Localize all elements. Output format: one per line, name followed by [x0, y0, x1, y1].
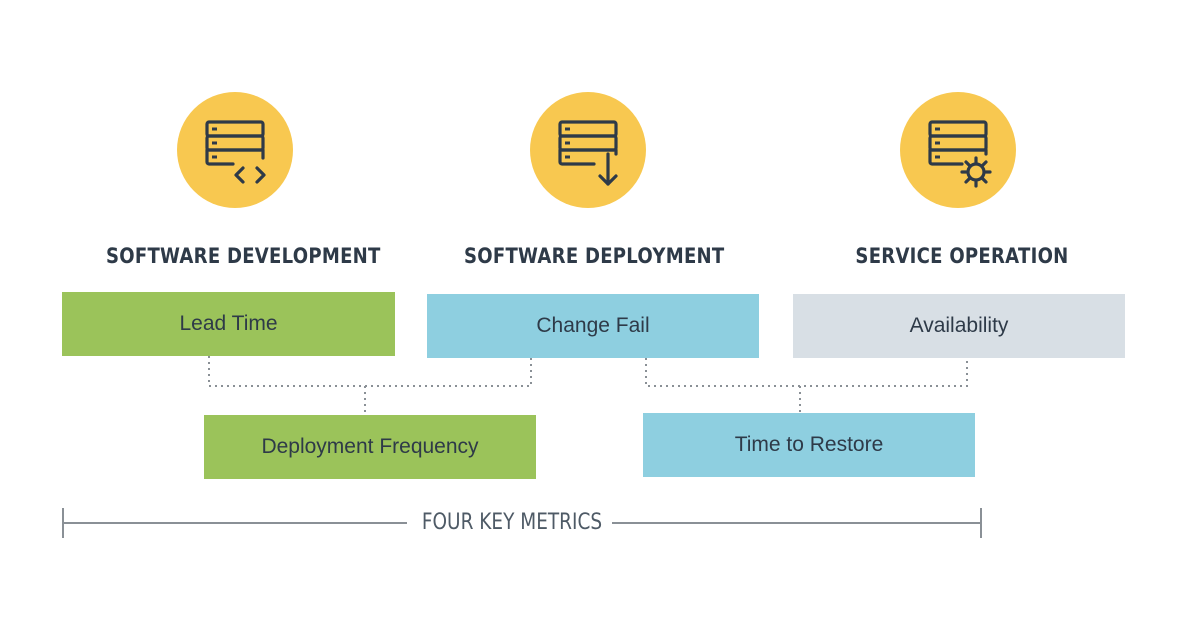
metric-change-fail: Change Fail — [427, 294, 759, 358]
heading-service-operation: SERVICE OPERATION — [855, 244, 1069, 268]
heading-software-deployment: SOFTWARE DEPLOYMENT — [464, 244, 725, 268]
metric-deployment-frequency: Deployment Frequency — [204, 415, 536, 479]
footer-bracket-right — [612, 508, 982, 538]
metric-deployment-frequency-label: Deployment Frequency — [261, 435, 479, 458]
footer-bracket-left — [62, 508, 407, 538]
software-development-icon-circle — [177, 92, 293, 208]
metric-lead-time: Lead Time — [62, 292, 395, 356]
server-gear-icon — [928, 120, 992, 188]
connector-lead-change-to-frequency — [208, 356, 532, 387]
heading-software-development: SOFTWARE DEVELOPMENT — [106, 244, 381, 268]
metric-time-to-restore: Time to Restore — [643, 413, 975, 477]
metric-availability-label: Availability — [909, 314, 1009, 337]
service-operation-icon-circle — [900, 92, 1016, 208]
connector-fail-availability-to-restore — [645, 358, 968, 387]
software-deployment-icon-circle — [530, 92, 646, 208]
metric-availability: Availability — [793, 294, 1125, 358]
four-key-metrics-label: FOUR KEY METRICS — [421, 510, 603, 535]
metric-time-to-restore-label: Time to Restore — [734, 433, 884, 456]
server-download-icon — [558, 120, 618, 186]
metric-change-fail-label: Change Fail — [536, 314, 650, 337]
server-code-icon — [205, 120, 266, 184]
metric-lead-time-label: Lead Time — [179, 312, 278, 335]
